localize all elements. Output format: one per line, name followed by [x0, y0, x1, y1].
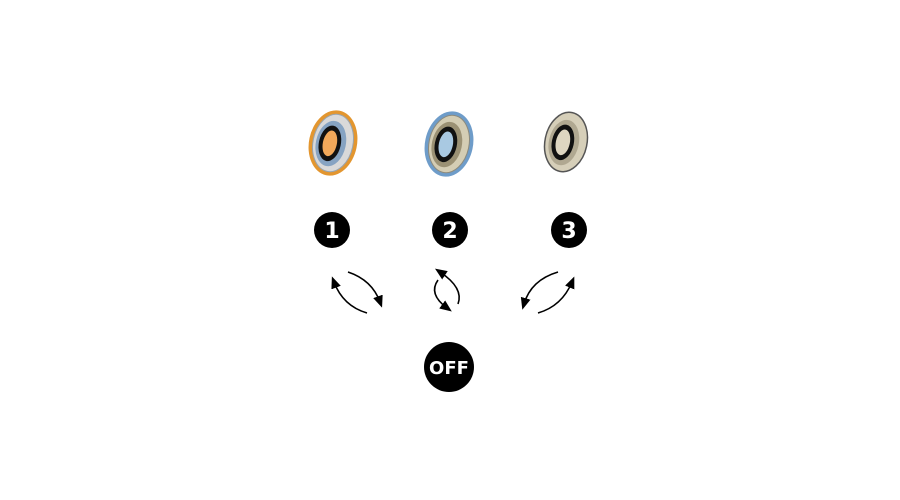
mode-3-badge: 3 — [551, 212, 587, 248]
lamp-1-inner — [322, 130, 338, 157]
lamp-3-icon — [541, 109, 591, 175]
lamp-1-icon — [308, 110, 358, 176]
lamp-3-inner — [555, 129, 571, 156]
cycle-arrows-1-icon — [331, 271, 383, 314]
lamp-2-inner — [438, 131, 454, 158]
mode-1-badge: 1 — [314, 212, 350, 248]
lamp-2-icon — [424, 111, 474, 177]
off-label: OFF — [429, 358, 469, 379]
mode-2-badge: 2 — [432, 212, 468, 248]
cycle-arrows-2-icon — [433, 268, 460, 312]
mode-3-number: 3 — [561, 219, 576, 244]
mode-2-number: 2 — [442, 219, 457, 244]
off-badge: OFF — [424, 342, 474, 392]
mode-1-number: 1 — [324, 219, 339, 244]
cycle-arrows-3-icon — [520, 271, 575, 314]
